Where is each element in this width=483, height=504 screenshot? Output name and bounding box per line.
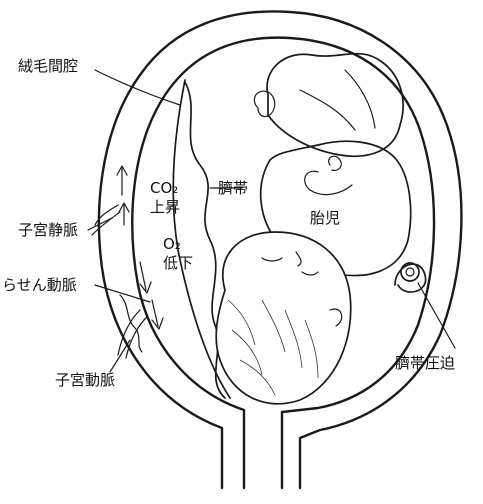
label-cord-compression: 臍帯圧迫 — [395, 355, 455, 372]
leader-cord-compression — [418, 283, 455, 348]
uterine-vein-vessel — [92, 205, 120, 235]
label-spiral-artery: らせん動脈 — [2, 277, 77, 294]
cord-compression-ring-outer — [401, 263, 419, 281]
label-umbilical-cord: 臍帯 — [218, 180, 248, 197]
fetus-foot — [254, 91, 274, 116]
cord-compression-ring-inner — [406, 268, 414, 276]
label-fetus: 胎児 — [310, 210, 340, 227]
fetus-leg-upper — [267, 54, 403, 157]
fetus-arm — [305, 171, 352, 194]
fetus-head — [216, 232, 351, 404]
leader-intervillous — [95, 70, 180, 105]
fetus-thigh-line — [345, 70, 375, 128]
fetus-knee-line — [300, 90, 355, 130]
spiral-artery-vessel — [120, 295, 142, 352]
label-intervillous-space: 絨毛間腔 — [18, 58, 78, 75]
label-co2: CO₂ — [150, 180, 178, 197]
label-co2-rise: 上昇 — [150, 199, 180, 216]
label-o2: O₂ — [163, 236, 181, 253]
label-uterine-artery: 子宮動脈 — [55, 372, 115, 389]
label-uterine-vein: 子宮静脈 — [18, 222, 78, 239]
fetus-hand — [329, 156, 342, 170]
label-o2-drop: 低下 — [163, 255, 193, 272]
leader-spiral-artery — [95, 285, 150, 302]
